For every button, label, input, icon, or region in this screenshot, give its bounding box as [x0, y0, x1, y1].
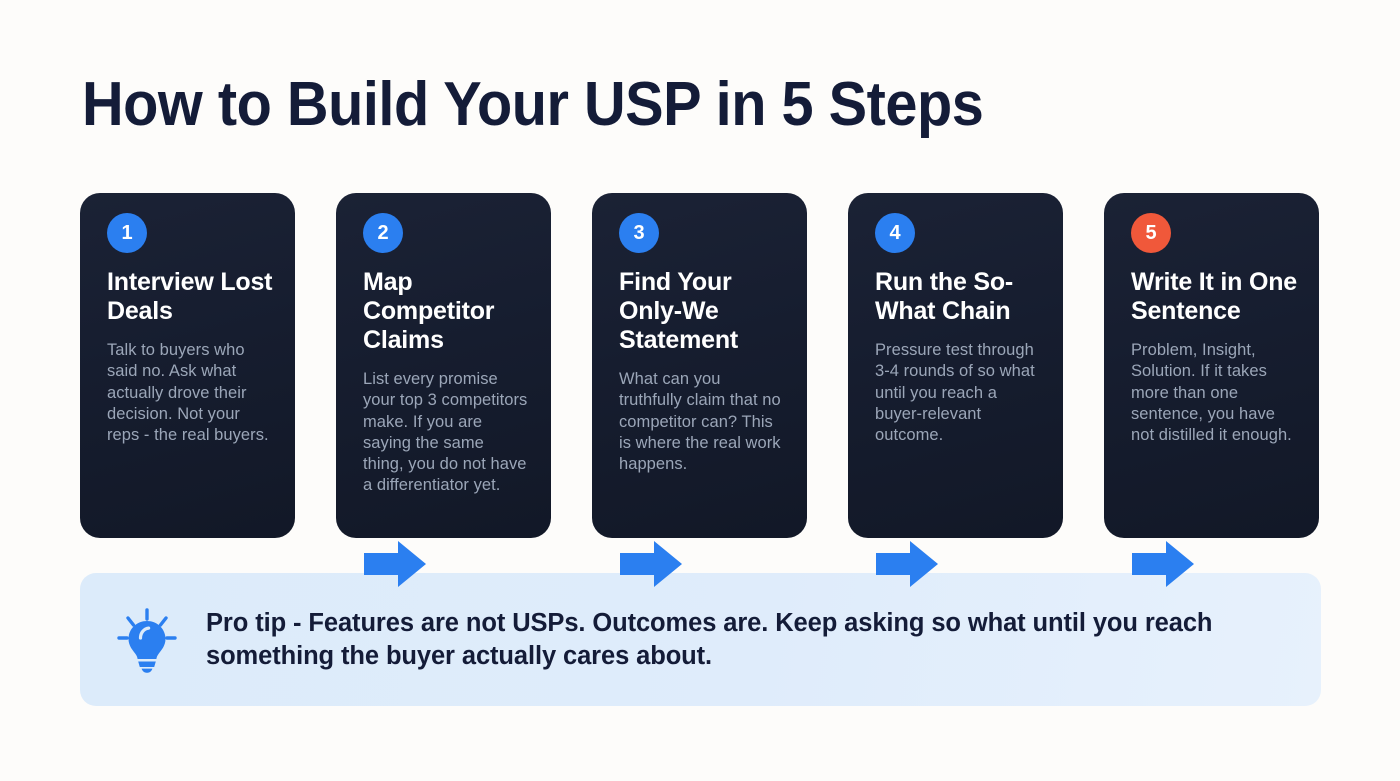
step-title-5: Write It in One Sentence	[1131, 268, 1297, 325]
lightbulb-icon	[114, 605, 180, 675]
page-title: How to Build Your USP in 5 Steps	[82, 70, 984, 139]
step-number-badge-3: 3	[619, 213, 659, 253]
pro-tip-banner: Pro tip - Features are not USPs. Outcome…	[80, 573, 1321, 706]
step-title-2: Map Competitor Claims	[363, 268, 495, 354]
arrow-right-icon	[1132, 541, 1194, 587]
step-card-2: 2 Map Competitor Claims List every promi…	[336, 193, 551, 538]
arrow-right-icon	[364, 541, 426, 587]
arrow-right-icon	[620, 541, 682, 587]
step-number-badge-2: 2	[363, 213, 403, 253]
pro-tip-text: Pro tip - Features are not USPs. Outcome…	[206, 609, 1213, 670]
step-title-3: Find Your Only-We Statement	[619, 268, 739, 354]
step-card-5: 5 Write It in One Sentence Problem, Insi…	[1104, 193, 1319, 538]
step-body-2: List every promise your top 3 competitor…	[363, 370, 528, 495]
steps-container: 1 Interview Lost Deals Talk to buyers wh…	[80, 193, 1321, 587]
step-number-badge-1: 1	[107, 213, 147, 253]
step-body-3: What can you truthfully claim that no co…	[619, 370, 781, 474]
step-card-1: 1 Interview Lost Deals Talk to buyers wh…	[80, 193, 295, 538]
step-body-1: Talk to buyers who said no. Ask what act…	[107, 341, 269, 445]
step-card-3: 3 Find Your Only-We Statement What can y…	[592, 193, 807, 538]
step-card-4: 4 Run the So-What Chain Pressure test th…	[848, 193, 1063, 538]
step-title-4: Run the So-What Chain	[875, 268, 1014, 325]
arrow-right-icon	[876, 541, 938, 587]
step-number-badge-4: 4	[875, 213, 915, 253]
step-number-badge-5: 5	[1131, 213, 1171, 253]
step-body-4: Pressure test through 3-4 rounds of so w…	[875, 341, 1035, 445]
step-title-1: Interview Lost Deals	[107, 268, 273, 325]
step-body-5: Problem, Insight, Solution. If it takes …	[1131, 341, 1292, 445]
